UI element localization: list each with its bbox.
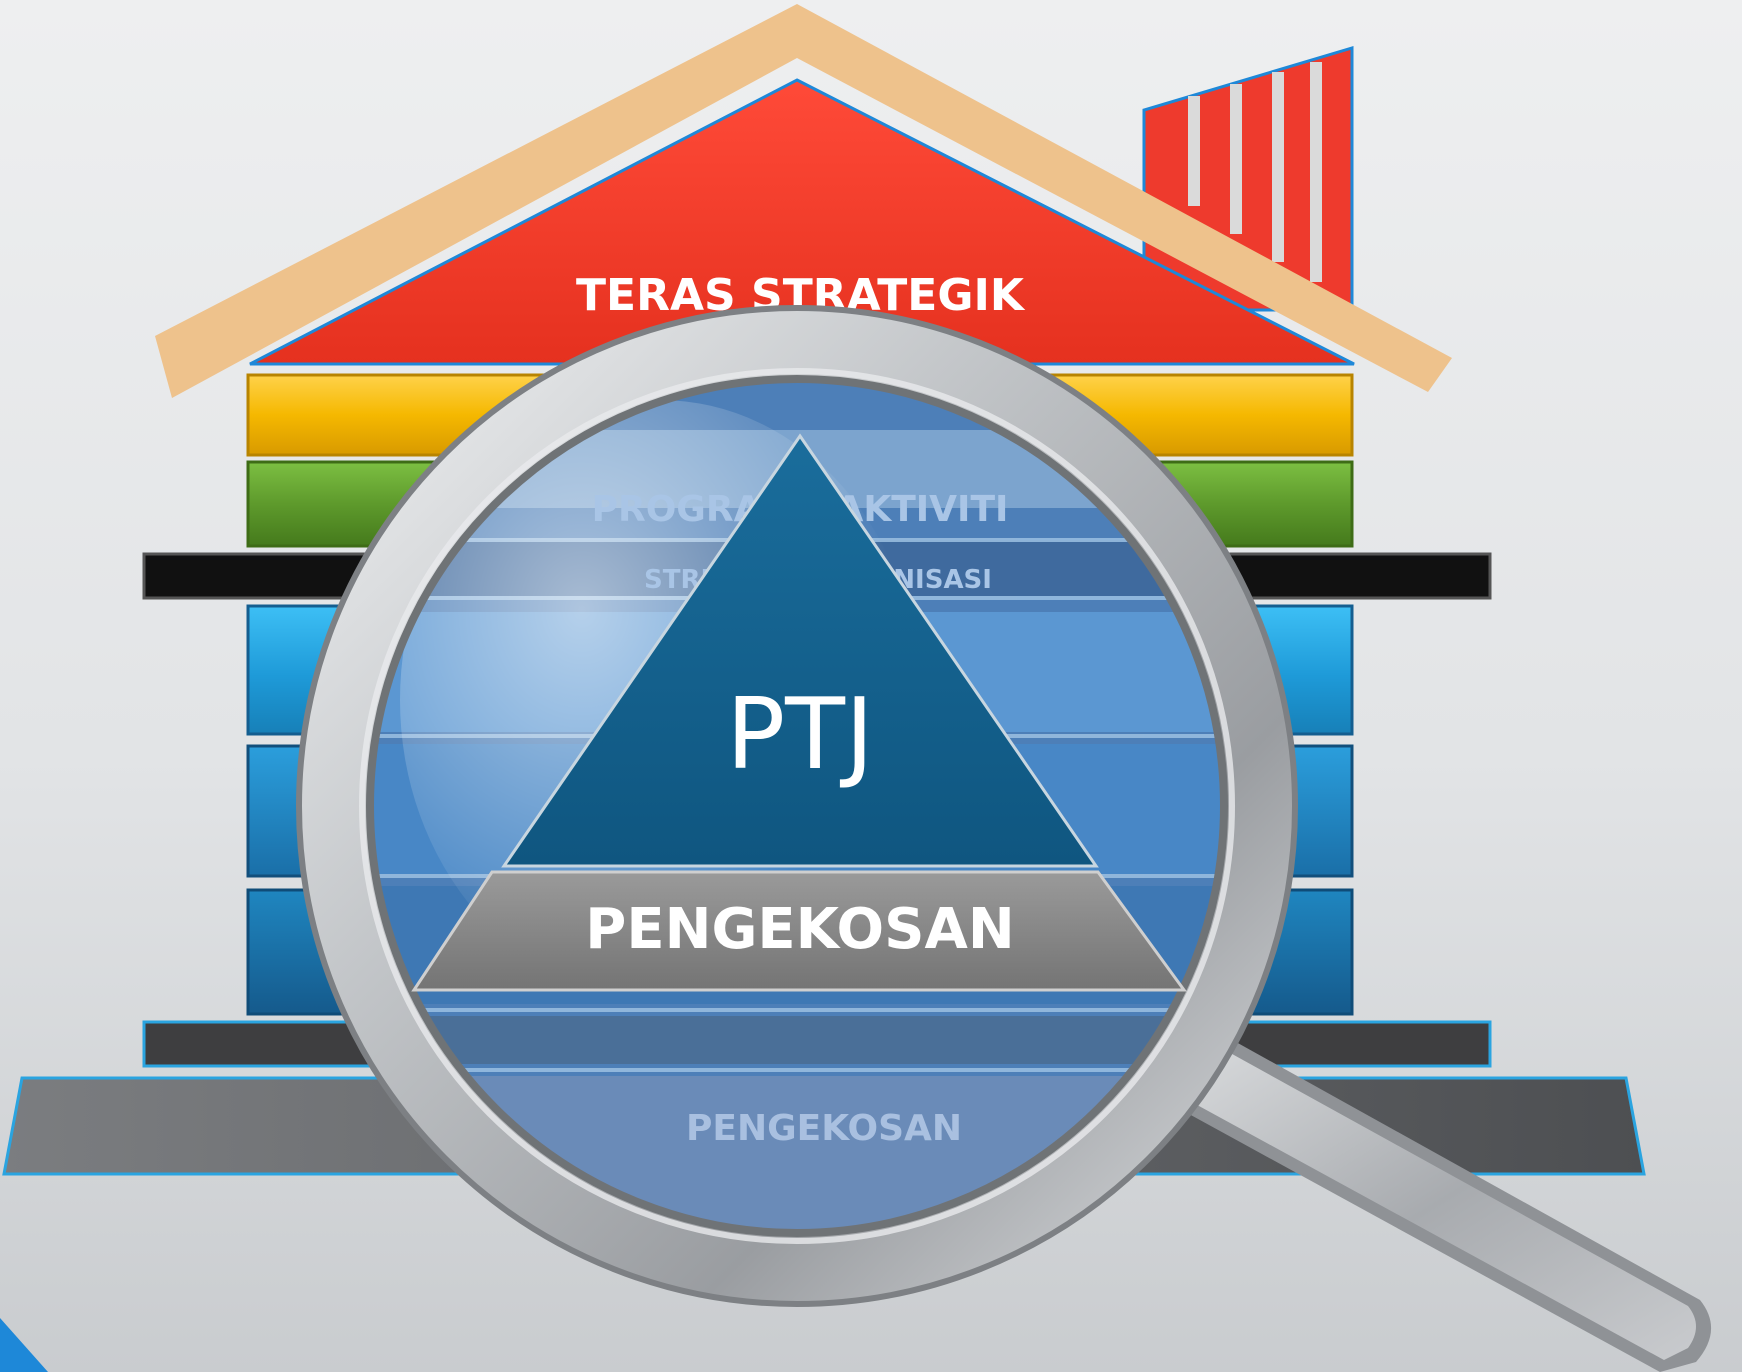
- corner-accent: [0, 1318, 48, 1372]
- pyramid: PTJ PENGEKOSAN: [411, 433, 1187, 992]
- magnifier-handle: [1169, 1032, 1712, 1372]
- pyramid-top-label: PTJ: [726, 678, 874, 792]
- lens-base-label: PENGEKOSAN: [686, 1108, 962, 1149]
- lens-bevel: [366, 375, 1228, 1237]
- pyramid-base-label: PENGEKOSAN: [585, 897, 1014, 962]
- pyramid-base: [411, 870, 1187, 992]
- pyramid-top: [501, 433, 1099, 868]
